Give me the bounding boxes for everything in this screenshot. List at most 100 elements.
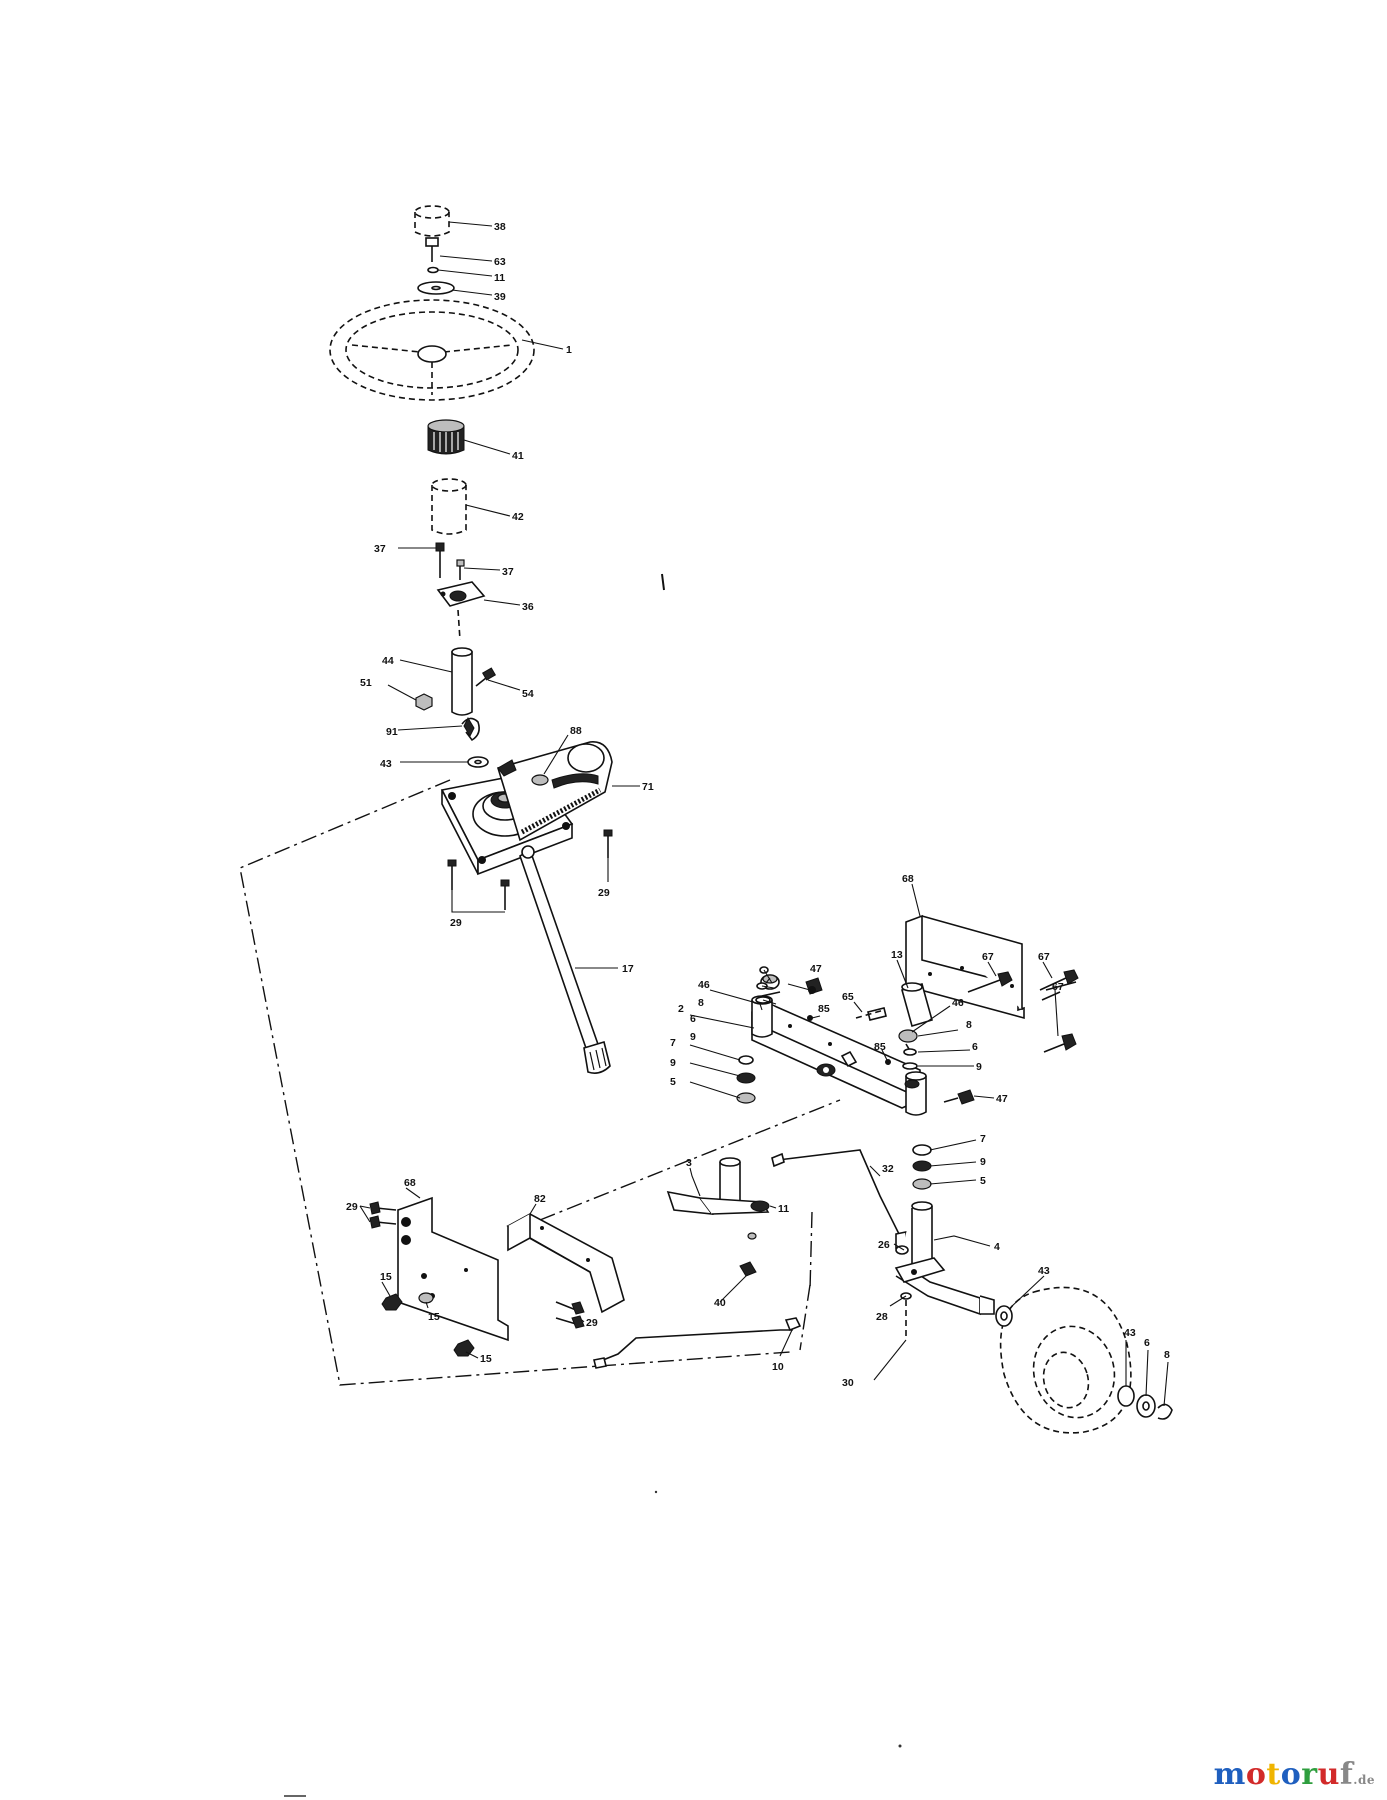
callout-15-b: 15 <box>428 1311 440 1323</box>
linkage-frame <box>239 779 841 1386</box>
callout-11: 11 <box>494 272 505 284</box>
front-axle <box>751 995 927 1116</box>
wheel-hardware <box>1117 1385 1173 1420</box>
callout-63: 63 <box>494 256 506 268</box>
watermark-letter: f <box>1339 1757 1354 1792</box>
callout-9-left-lower: 9 <box>670 1057 676 1069</box>
axle-stack-left <box>736 966 781 1104</box>
callout-32: 32 <box>882 1163 894 1175</box>
pitman-arm-bracket <box>397 1196 509 1342</box>
callout-67-b: 67 <box>1038 951 1050 963</box>
nut-51 <box>415 693 433 711</box>
callout-51: 51 <box>360 677 372 689</box>
callout-65: 65 <box>842 991 854 1003</box>
scan-specks <box>284 573 902 1797</box>
watermark-letter: m <box>1213 1757 1246 1792</box>
callout-29-gearbox: 29 <box>598 887 610 899</box>
callout-39: 39 <box>494 291 506 303</box>
zerk-47-left <box>805 977 823 995</box>
watermark-letter: o <box>1280 1757 1302 1792</box>
watermark-letter: u <box>1317 1757 1340 1792</box>
sector-gear <box>496 741 613 842</box>
callout-44: 44 <box>382 655 394 667</box>
callout-37-right: 37 <box>502 566 514 578</box>
drag-link <box>771 1149 907 1249</box>
callout-82: 82 <box>534 1193 546 1205</box>
callout-13: 13 <box>891 949 903 961</box>
callout-68-upper: 68 <box>902 873 914 885</box>
bolts-37 <box>435 542 465 580</box>
spindle-left <box>666 1157 770 1277</box>
cap-screw <box>425 237 439 262</box>
clip-91 <box>461 716 480 742</box>
callout-15-c: 15 <box>480 1353 492 1365</box>
flange-bearing <box>436 581 486 607</box>
callout-7-right: 7 <box>980 1133 986 1145</box>
callout-8-hub: 8 <box>1164 1349 1170 1361</box>
watermark-letter: t <box>1266 1757 1281 1792</box>
axle-stack-right-lower <box>912 1144 932 1190</box>
lock-washer <box>427 266 439 274</box>
bolts-29-lower <box>369 1201 585 1329</box>
spacer-13 <box>901 982 933 1028</box>
callout-47-right: 47 <box>996 1093 1008 1105</box>
callout-47-left: 47 <box>810 963 822 975</box>
callout-29-mount: 29 <box>450 917 462 929</box>
steering-wheel <box>329 299 535 401</box>
callout-labels: 38 63 11 39 1 41 42 37 37 36 44 54 51 91… <box>346 221 1170 1389</box>
callout-3: 3 <box>686 1157 692 1169</box>
callout-28: 28 <box>876 1311 888 1323</box>
callout-43-upper: 43 <box>380 758 392 770</box>
callout-5-right: 5 <box>980 1175 986 1187</box>
callout-29-bracket: 29 <box>346 1201 358 1213</box>
callout-7-left: 7 <box>670 1037 676 1049</box>
front-wheel <box>995 1286 1132 1434</box>
watermark-suffix: .de <box>1353 1773 1375 1787</box>
callout-71: 71 <box>642 781 654 793</box>
callout-5-left: 5 <box>670 1076 676 1088</box>
callout-46-right: 46 <box>952 997 964 1009</box>
callout-43-wheel: 43 <box>1038 1265 1050 1277</box>
steering-cap <box>414 205 450 237</box>
axle-support-bracket <box>905 914 1025 1020</box>
callout-54: 54 <box>522 688 534 700</box>
callout-10: 10 <box>772 1361 784 1373</box>
callout-9-right-lower: 9 <box>980 1156 986 1168</box>
callout-8-left: 8 <box>698 997 704 1009</box>
motoruf-watermark: motoruf.de <box>1214 1757 1375 1792</box>
callout-17: 17 <box>622 963 634 975</box>
callout-8-right: 8 <box>966 1019 972 1031</box>
callout-9-left: 9 <box>690 1031 696 1043</box>
spindle-right <box>894 1201 995 1316</box>
leader-lines <box>359 221 1169 1407</box>
callout-67-a: 67 <box>982 951 994 963</box>
bolt-54 <box>475 667 497 687</box>
callout-85-right: 85 <box>874 1041 886 1053</box>
watermark-letter: r <box>1301 1757 1318 1792</box>
callout-6-hub: 6 <box>1144 1337 1150 1349</box>
watermark-letter: o <box>1245 1757 1267 1792</box>
pinion-shaft <box>519 845 611 1074</box>
steering-adapter <box>427 419 465 455</box>
callout-6-left: 6 <box>690 1013 696 1025</box>
callout-43-hub: 43 <box>1124 1327 1136 1339</box>
callout-36: 36 <box>522 601 534 613</box>
zerk-47-right <box>943 1089 975 1105</box>
bolts-29-upper <box>447 829 613 910</box>
callout-42: 42 <box>512 511 524 523</box>
callout-26: 26 <box>878 1239 890 1251</box>
callout-91: 91 <box>386 726 398 738</box>
callout-30: 30 <box>842 1377 854 1389</box>
washer-43 <box>467 756 489 768</box>
callout-68-lower: 68 <box>404 1177 416 1189</box>
callout-67-c: 67 <box>1052 981 1064 993</box>
callout-40: 40 <box>714 1297 726 1309</box>
column-bushing <box>431 478 467 535</box>
tie-rod <box>593 1317 802 1369</box>
callout-1: 1 <box>566 344 572 356</box>
callout-88: 88 <box>570 725 582 737</box>
callout-2: 2 <box>678 1003 684 1015</box>
bolts-67 <box>967 969 1079 1053</box>
callout-29-frame: 29 <box>586 1317 598 1329</box>
